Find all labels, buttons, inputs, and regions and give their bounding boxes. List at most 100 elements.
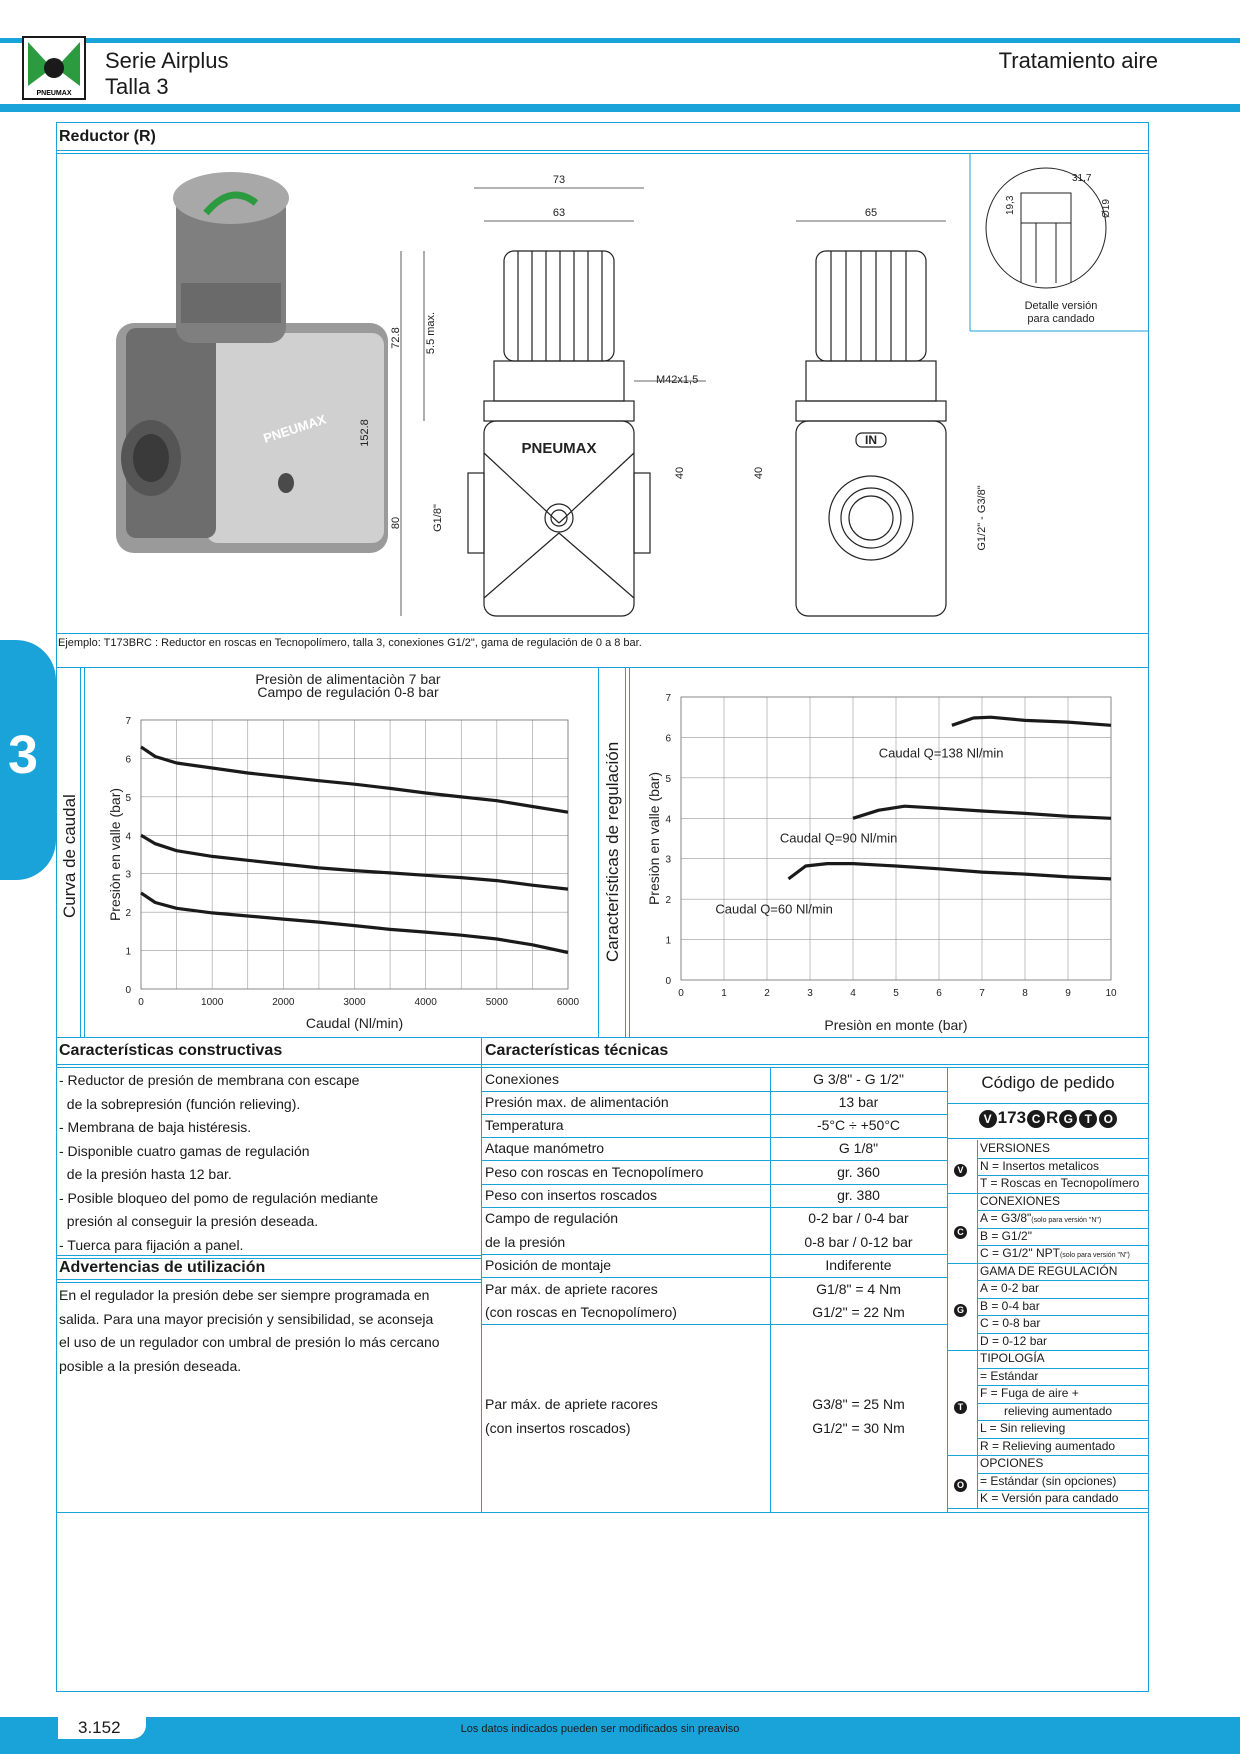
svg-text:G1/2" - G3/8": G1/2" - G3/8" xyxy=(976,485,988,550)
y-tick-label: 7 xyxy=(665,693,671,704)
tech-row-label: Temperatura xyxy=(485,1117,564,1133)
y-tick-label: 0 xyxy=(125,985,131,996)
order-divider xyxy=(978,1385,1149,1386)
x-axis-label: Presiòn en monte (bar) xyxy=(824,1017,967,1033)
content-frame xyxy=(56,122,1149,1692)
x-tick-label: 3000 xyxy=(343,997,366,1008)
series-name: Serie Airplus xyxy=(105,48,229,73)
tech-row-value: 13 bar xyxy=(838,1094,879,1110)
tech-row-divider xyxy=(481,1184,947,1185)
tech-row-value: G 3/8" - G 1/2" xyxy=(813,1071,904,1087)
x-tick-label: 9 xyxy=(1065,988,1071,999)
svg-text:PNEUMAX: PNEUMAX xyxy=(36,90,71,97)
tech-row-value: gr. 360 xyxy=(837,1164,880,1180)
svg-text:19,3: 19,3 xyxy=(1005,195,1016,215)
constructive-line: - Posible bloqueo del pomo de regulación… xyxy=(59,1189,379,1206)
svg-text:31,7: 31,7 xyxy=(1072,173,1092,184)
order-text: R = Relieving aumentado xyxy=(980,1438,1116,1453)
order-text: N = Insertos metalicos xyxy=(980,1158,1100,1173)
technical-drawing: PNEUMAX PNEUMAX IN 73 63 65 152.8 72.8 5… xyxy=(116,153,1149,617)
y-tick-label: 5 xyxy=(125,793,131,804)
order-group-item: A = G3/8"(solo para versión "N") xyxy=(980,1210,1101,1229)
code-placeholder-v: V xyxy=(978,1109,997,1128)
order-text: CONEXIONES xyxy=(980,1193,1061,1208)
chapter-tab: 3 xyxy=(0,640,56,880)
order-group-marker-v: V xyxy=(954,1164,967,1178)
x-tick-label: 1000 xyxy=(201,997,224,1008)
tech-row-value: 0-2 bar / 0-4 bar xyxy=(808,1210,909,1226)
y-axis-label: Presiòn en valle (bar) xyxy=(107,788,123,921)
order-divider xyxy=(978,1490,1149,1491)
x-tick-label: 7 xyxy=(979,988,985,999)
order-code-title: Código de pedido xyxy=(981,1073,1115,1092)
order-inner-vline xyxy=(977,1140,978,1508)
tech-row-divider xyxy=(481,1137,947,1138)
code-literal: R xyxy=(1046,1108,1059,1127)
series-size: Talla 3 xyxy=(105,74,169,99)
order-divider xyxy=(978,1157,1149,1159)
warnings-title: Advertencias de utilización xyxy=(59,1259,266,1276)
svg-text:40: 40 xyxy=(753,467,765,479)
tech-row-divider xyxy=(481,1277,947,1278)
y-tick-label: 0 xyxy=(665,976,671,987)
order-group-item: F = Fuga de aire + xyxy=(980,1385,1079,1402)
y-tick-label: 6 xyxy=(125,754,131,765)
order-group-divider xyxy=(947,1350,1149,1351)
product-title: Reductor (R) xyxy=(59,128,156,145)
series-line xyxy=(140,745,569,814)
code-placeholder-o: O xyxy=(1099,1109,1118,1128)
constructive-line: - Reductor de presión de membrana con es… xyxy=(59,1072,360,1088)
order-group-item: B = 0-4 bar xyxy=(980,1298,1040,1315)
order-group-item: D = 0-12 bar xyxy=(980,1333,1047,1350)
order-group-item: R = Relieving aumentado xyxy=(980,1438,1115,1455)
code-placeholder-t: T xyxy=(1079,1109,1098,1128)
x-tick-label: 4 xyxy=(850,988,856,999)
front-view: PNEUMAX xyxy=(467,250,651,617)
order-divider xyxy=(978,1227,1149,1229)
series-label: Caudal Q=60 Nl/min xyxy=(715,901,832,916)
order-text: C = 0-8 bar xyxy=(980,1316,1041,1330)
footer-note: Los datos indicados pueden ser modificad… xyxy=(460,1723,740,1735)
tech-row-label: Campo de regulación xyxy=(485,1210,619,1226)
order-group-title: VERSIONES xyxy=(980,1140,1050,1157)
y-tick-label: 5 xyxy=(665,774,671,785)
constructive-line: - Membrana de baja histéresis. xyxy=(59,1119,252,1135)
y-tick-label: 7 xyxy=(125,716,131,727)
order-group-item: = Estándar xyxy=(980,1368,1038,1385)
x-tick-label: 0 xyxy=(138,997,144,1008)
tech-row-value: 0-8 bar / 0-12 bar xyxy=(804,1234,913,1250)
constructive-line: presión al conseguir la presión deseada. xyxy=(59,1213,319,1229)
order-group-divider xyxy=(947,1507,1149,1509)
tech-row-label: (con roscas en Tecnopolímero) xyxy=(485,1304,677,1320)
series-line xyxy=(852,804,1112,820)
padlock-detail: 31,7 19,3 Ø19 Detalle versión para canda… xyxy=(985,167,1112,325)
x-tick-label: 6 xyxy=(936,988,942,999)
order-divider xyxy=(978,1280,1149,1281)
constructive-line: de la sobrepresión (función relieving). xyxy=(59,1095,301,1112)
tech-row-divider xyxy=(481,1207,947,1208)
order-group-item: C = G1/2" NPT(solo para versión "N") xyxy=(980,1245,1130,1264)
y-tick-label: 3 xyxy=(125,870,131,881)
order-group-divider xyxy=(947,1262,1149,1264)
order-group-item: N = Insertos metalicos xyxy=(980,1158,1099,1175)
y-tick-label: 4 xyxy=(125,831,131,842)
y-tick-label: 2 xyxy=(665,895,671,906)
order-group-divider xyxy=(947,1455,1149,1456)
x-tick-label: 2000 xyxy=(272,997,295,1008)
tech-row-divider xyxy=(481,1091,947,1092)
order-group-marker-g: G xyxy=(954,1304,967,1318)
order-text: GAMA DE REGULACIÓN xyxy=(980,1263,1118,1278)
order-group-title: OPCIONES xyxy=(980,1455,1043,1472)
order-group-title: GAMA DE REGULACIÓN xyxy=(980,1263,1117,1280)
order-note: (solo para versión "N") xyxy=(1031,1217,1102,1224)
code-placeholder-g: G xyxy=(1059,1109,1078,1128)
tech-row-value: -5°C ÷ +50°C xyxy=(816,1117,901,1133)
y-tick-label: 3 xyxy=(665,855,671,866)
tech-row-label: Peso con roscas en Tecnopolímero xyxy=(485,1164,704,1180)
order-text: = Estándar (sin opciones) xyxy=(980,1473,1117,1488)
tech-row-label: Conexiones xyxy=(485,1071,559,1087)
order-text: T = Roscas en Tecnopolímero xyxy=(980,1176,1140,1190)
plot-frame xyxy=(680,696,1112,981)
constructive-line: - Tuerca para fijación a panel. xyxy=(59,1236,244,1253)
